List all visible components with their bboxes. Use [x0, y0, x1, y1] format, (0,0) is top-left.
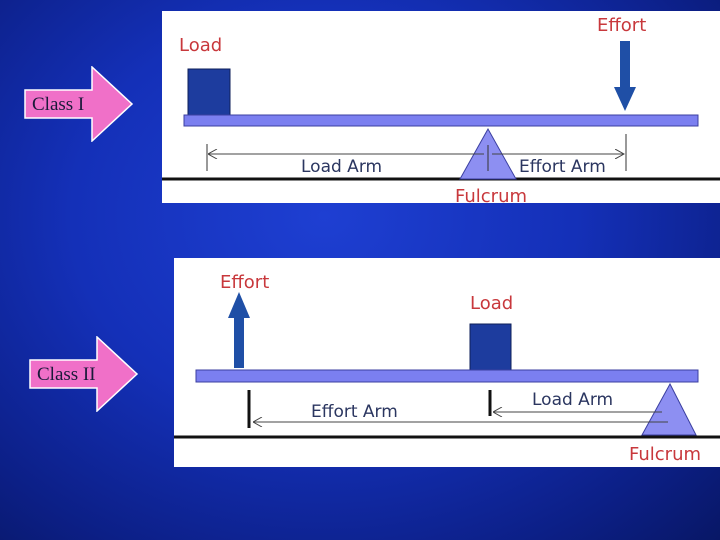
effort-arrow — [228, 292, 250, 368]
fulcrum-label: Fulcrum — [629, 444, 701, 465]
effort-arm-label: Effort Arm — [519, 157, 606, 177]
effort-arm-label: Effort Arm — [311, 402, 398, 422]
effort-label: Effort — [220, 272, 269, 293]
effort-arrow — [614, 41, 636, 111]
effort-label: Effort — [597, 15, 646, 36]
lever-beam — [183, 114, 699, 127]
load-box — [187, 68, 231, 116]
class-1-label: Class I — [32, 94, 84, 115]
load-label: Load — [179, 35, 222, 56]
class-2-arrow: Class II — [29, 336, 139, 412]
load-label: Load — [470, 293, 513, 314]
class-2-lever-diagram: Effort Load Effort Arm Load Arm Fulcrum — [174, 258, 720, 467]
fulcrum-triangle — [641, 382, 697, 436]
load-arm-label: Load Arm — [532, 390, 613, 410]
class-2-label: Class II — [37, 364, 96, 385]
class-1-arrow: Class I — [24, 66, 134, 142]
load-box — [469, 323, 512, 371]
fulcrum-label: Fulcrum — [455, 186, 527, 203]
load-arm-label: Load Arm — [301, 157, 382, 177]
lever-beam — [195, 369, 699, 383]
class-1-lever-diagram: Load Effort Load Arm Effort Arm Fulcrum — [162, 11, 720, 203]
